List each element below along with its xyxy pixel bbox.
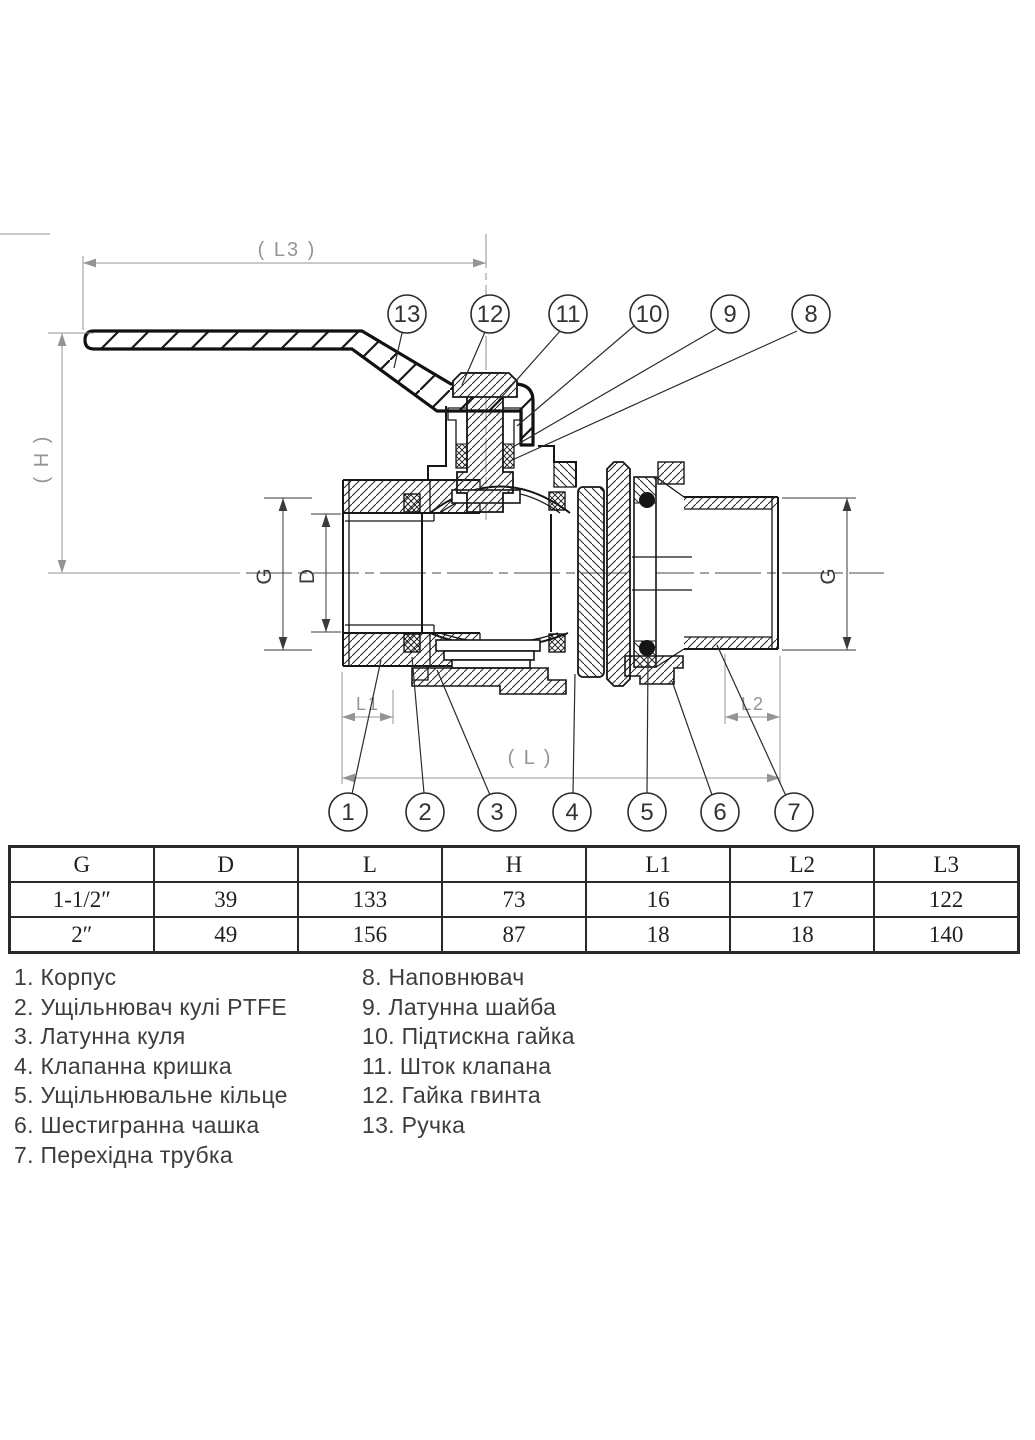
col-header-d: D [152,845,299,883]
dim-g-left-label: G [253,567,276,584]
dim-g-right-label: G [817,567,840,584]
parts-list-right: 8. Наповнювач 9. Латунна шайба 10. Підти… [362,963,575,1141]
callout-10-number: 10 [636,301,663,328]
part-item-1: 1. Корпус [14,964,117,990]
callout-6-number: 6 [713,799,726,826]
callout-3: 3 [436,669,517,832]
part-item-12: 12. Гайка гвинта [362,1082,541,1109]
col-header-l: L [296,845,443,883]
callout-7: 7 [716,644,814,832]
cell: 49 [152,916,299,954]
valve-stem [456,372,514,513]
o-ring-bottom [639,640,655,656]
callout-4-number: 4 [565,799,578,826]
stem-packing-left [455,443,468,469]
callout-4: 4 [552,673,592,832]
stem-packing-right [502,443,515,469]
dim-d-label: D [296,568,319,584]
dimension-l: ( L ) [341,724,781,784]
table-header-row: G D L H L1 L2 L3 [8,845,1020,883]
cell: 140 [873,916,1020,954]
cell-size-1-1-2: 1-1/2″ [8,881,155,918]
callout-3-number: 3 [490,799,503,826]
cell-size-2: 2″ [8,916,155,954]
valve-cover-flange [577,486,605,678]
part-item-4: 4. Клапанна кришка [14,1052,232,1079]
callout-6: 6 [671,680,740,832]
part-item-9: 9. Латунна шайба [362,993,557,1020]
part-item-6: 6. Шестигранна чашка [14,1111,260,1138]
col-header-l2: L2 [729,845,876,883]
valve-right-assembly [577,461,779,687]
ptfe-seal-top-right [548,491,566,511]
stem-assembly [447,372,523,513]
callout-8-number: 8 [804,301,817,328]
dimension-l2: L2 [724,654,781,724]
col-header-l3: L3 [873,845,1020,883]
dimension-l3: ( L3 ) [82,239,486,330]
callout-9: 9 [512,294,750,448]
callout-2: 2 [405,656,445,832]
valve-handle-lever [83,329,535,447]
dimension-g-right: G [782,497,856,651]
cell: 87 [440,916,588,954]
table-row: 2″ 49 156 87 18 18 140 [8,916,1020,954]
cell: 122 [873,881,1020,918]
callout-2-number: 2 [418,799,431,826]
dim-l1-label: L1 [356,694,380,714]
callout-5-number: 5 [640,799,653,826]
part-item-7: 7. Перехідна трубка [14,1141,233,1168]
callout-10: 10 [516,294,669,427]
male-pipe [632,476,779,668]
part-item-3: 3. Латунна куля [14,1023,186,1050]
callout-12: 12 [461,294,510,386]
callout-12-number: 12 [477,301,504,328]
dimension-g-left: G [253,497,312,651]
hex-cup [624,655,684,685]
part-item-5: 5. Ущільнювальне кільце [14,1082,288,1109]
dimension-h: ( H ) [31,332,94,573]
cell: 73 [440,881,588,918]
ptfe-seal-bottom-left [403,633,421,653]
col-header-l1: L1 [585,845,732,883]
callout-9-number: 9 [723,301,736,328]
parts-list-left: 1. Корпус 2. Ущільнювач кулі PTFE 3. Лат… [14,963,288,1170]
callout-1-number: 1 [341,799,354,826]
o-ring-top [639,492,655,508]
part-item-13: 13. Ручка [362,1111,466,1138]
callout-11: 11 [497,294,588,402]
callout-5: 5 [627,656,667,832]
valve-body-center [403,406,577,695]
part-item-2: 2. Ущільнювач кулі PTFE [14,993,288,1020]
dim-l-label: ( L ) [508,747,553,769]
part-item-8: 8. Наповнювач [362,964,525,990]
union-nut [606,461,631,687]
cell: 16 [585,881,732,918]
ptfe-seal-bottom-right [548,633,566,653]
cell: 18 [729,916,876,954]
valve-technical-drawing: ( L3 ) ( H ) G D G L1 L2 [0,233,884,832]
callout-1: 1 [328,659,382,832]
ptfe-seal-top-left [403,493,421,513]
cell: 133 [296,881,443,918]
table-row: 1-1/2″ 39 133 73 16 17 122 [8,881,1020,918]
dimensions-table: G D L H L1 L2 L3 1-1/2″ 39 133 73 16 17 … [8,845,1020,954]
cell: 17 [729,881,876,918]
callout-8: 8 [509,294,831,462]
cell: 39 [152,881,299,918]
callout-13-number: 13 [394,301,421,328]
dimension-l1: L1 [341,672,394,724]
callout-11-number: 11 [556,301,581,328]
dim-h-label: ( H ) [31,435,53,484]
dimension-d: D [296,513,341,633]
callout-13: 13 [387,294,427,369]
cell: 18 [585,916,732,954]
part-item-11: 11. Шток клапана [362,1052,552,1079]
callout-7-number: 7 [787,799,800,826]
col-header-h: H [440,845,588,883]
col-header-g: G [8,845,155,883]
part-item-10: 10. Підтискна гайка [362,1023,575,1050]
cell: 156 [296,916,443,954]
dim-l3-label: ( L3 ) [258,239,317,261]
